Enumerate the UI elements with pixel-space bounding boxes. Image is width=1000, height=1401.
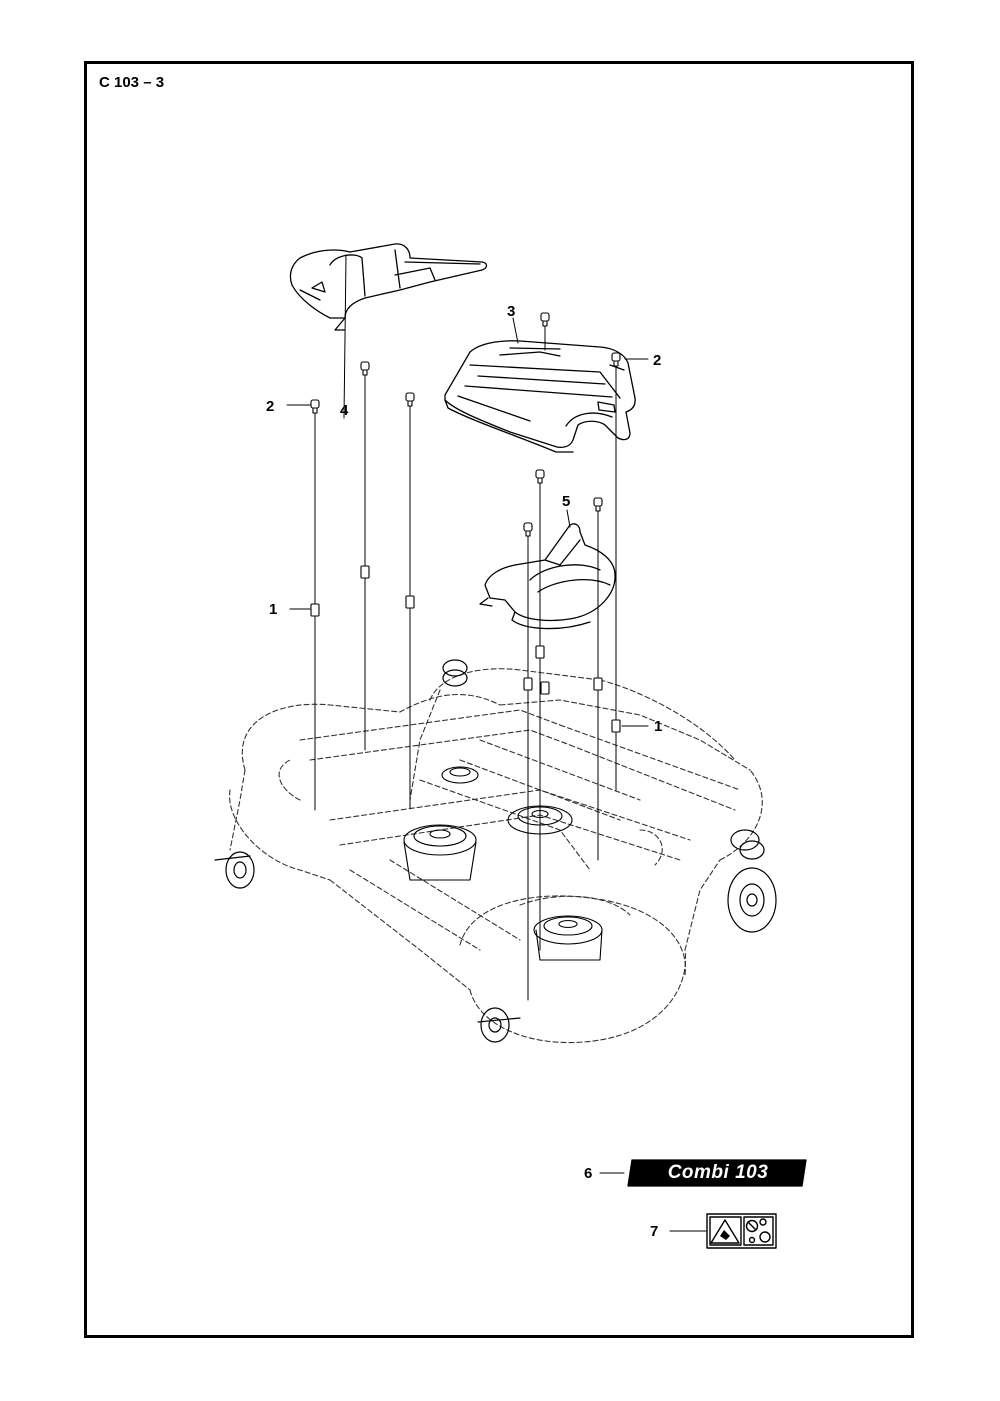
callout-5: 5 bbox=[562, 493, 571, 510]
assembly-lines bbox=[314, 319, 617, 1001]
pulleys bbox=[403, 766, 603, 961]
read-manual-icon bbox=[743, 1216, 774, 1246]
callout-6: 6 bbox=[584, 1165, 593, 1182]
mower-deck bbox=[229, 668, 763, 1044]
fasteners bbox=[310, 312, 621, 733]
decal-6-product-name: Combi 103 bbox=[667, 1162, 769, 1183]
page-code: C 103 – 3 bbox=[99, 74, 165, 91]
decal-6-product-label bbox=[627, 1159, 807, 1187]
callout-1-left: 1 bbox=[269, 601, 278, 618]
deck-wheels bbox=[214, 659, 777, 1043]
page-border bbox=[84, 61, 914, 1338]
callout-7: 7 bbox=[650, 1223, 659, 1240]
callout-3: 3 bbox=[507, 303, 516, 320]
callout-2-right: 2 bbox=[653, 352, 662, 369]
callout-2-left: 2 bbox=[266, 398, 275, 415]
callout-1-right: 1 bbox=[654, 718, 663, 735]
warning-hand-blade-icon bbox=[709, 1216, 742, 1246]
callout-4: 4 bbox=[340, 402, 349, 419]
leader-lines bbox=[286, 254, 707, 1232]
part-3-main-cover bbox=[444, 340, 636, 453]
part-5-right-cover bbox=[479, 523, 616, 630]
decal-7-warning-label bbox=[706, 1213, 777, 1249]
part-4-left-cover bbox=[289, 243, 488, 331]
